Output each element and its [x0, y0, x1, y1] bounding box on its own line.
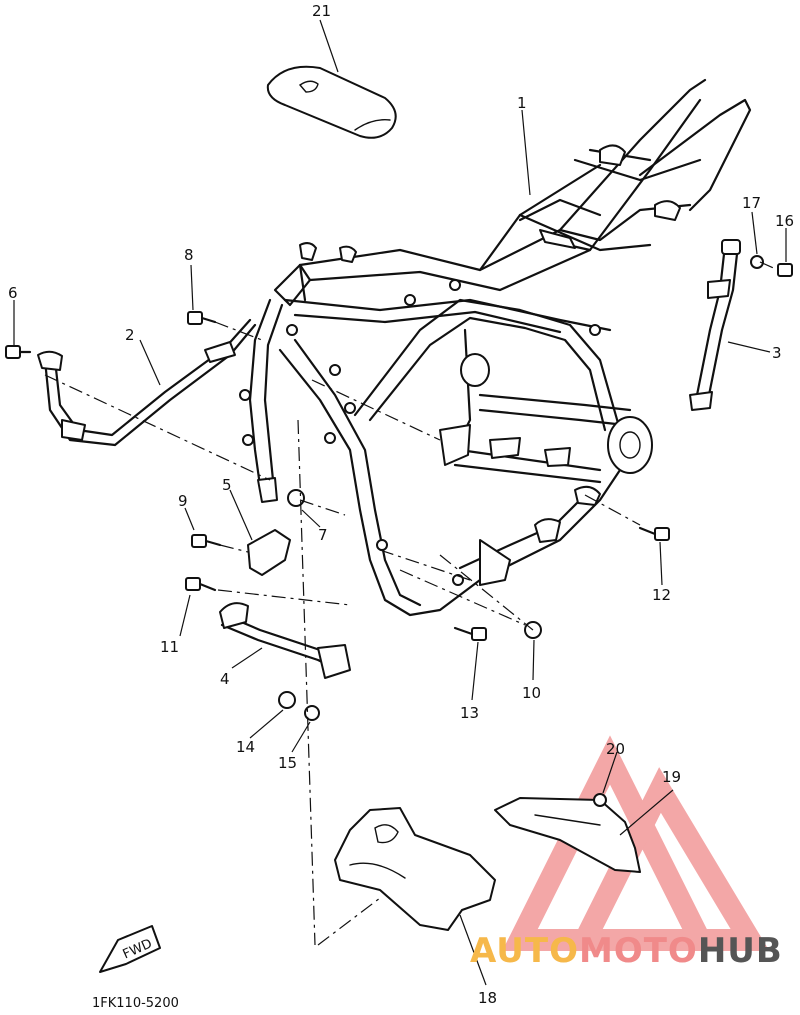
watermark-brand-auto: AUTO	[470, 931, 579, 971]
part-19-guard	[494, 797, 641, 873]
part-11-bolt	[185, 577, 217, 592]
watermark-brand-moto: MOTO	[579, 931, 698, 971]
label-part-14: 14	[236, 738, 255, 756]
part-12-bolt	[638, 526, 670, 541]
part-15-nut	[304, 705, 320, 721]
watermark-brand-hub: HUB	[698, 931, 783, 971]
part-1-main-frame	[239, 78, 752, 617]
part-labels: 21 1 8 6 2 17 16 3 5 9 7 12 11 4 10 13 1…	[8, 2, 794, 1007]
label-part-10: 10	[522, 684, 541, 702]
part-20-bolt	[593, 793, 607, 807]
watermark-brand: AUTOMOTOHUB	[470, 931, 783, 971]
label-part-13: 13	[460, 704, 479, 722]
label-part-21: 21	[312, 2, 331, 20]
part-21-pad	[266, 65, 397, 139]
part-4-lower-bar	[219, 602, 351, 679]
part-9-bolt	[191, 534, 222, 548]
label-part-17: 17	[742, 194, 761, 212]
label-part-12: 12	[652, 586, 671, 604]
part-3-rear-stay	[689, 239, 741, 411]
label-part-1: 1	[517, 94, 527, 112]
label-part-15: 15	[278, 754, 297, 772]
label-part-20: 20	[606, 740, 625, 758]
part-6-bolt	[5, 345, 32, 359]
part-16-bolt	[777, 263, 793, 277]
label-part-7: 7	[318, 526, 328, 544]
part-2-cradle-rail	[37, 318, 257, 447]
part-14-nut	[278, 691, 296, 709]
label-part-4: 4	[220, 670, 230, 688]
label-part-3: 3	[772, 344, 782, 362]
label-part-6: 6	[8, 284, 18, 302]
part-8-bolt	[187, 311, 217, 325]
part-13-bolt	[453, 626, 487, 641]
label-part-8: 8	[184, 246, 194, 264]
leader-lines	[13, 19, 787, 986]
part-5-plate	[247, 529, 291, 576]
label-part-9: 9	[178, 492, 188, 510]
forward-arrow: FWD	[99, 925, 161, 973]
centre-lines	[44, 261, 779, 946]
part-17-washer	[750, 255, 764, 269]
label-part-5: 5	[222, 476, 232, 494]
label-part-2: 2	[125, 326, 135, 344]
drawing-code: 1FK110-5200	[92, 996, 179, 1011]
part-18-cover	[334, 807, 496, 931]
part-7-nut	[287, 489, 305, 507]
label-part-19: 19	[662, 768, 681, 786]
label-part-11: 11	[160, 638, 179, 656]
label-part-16: 16	[775, 212, 794, 230]
label-part-18: 18	[478, 989, 497, 1007]
